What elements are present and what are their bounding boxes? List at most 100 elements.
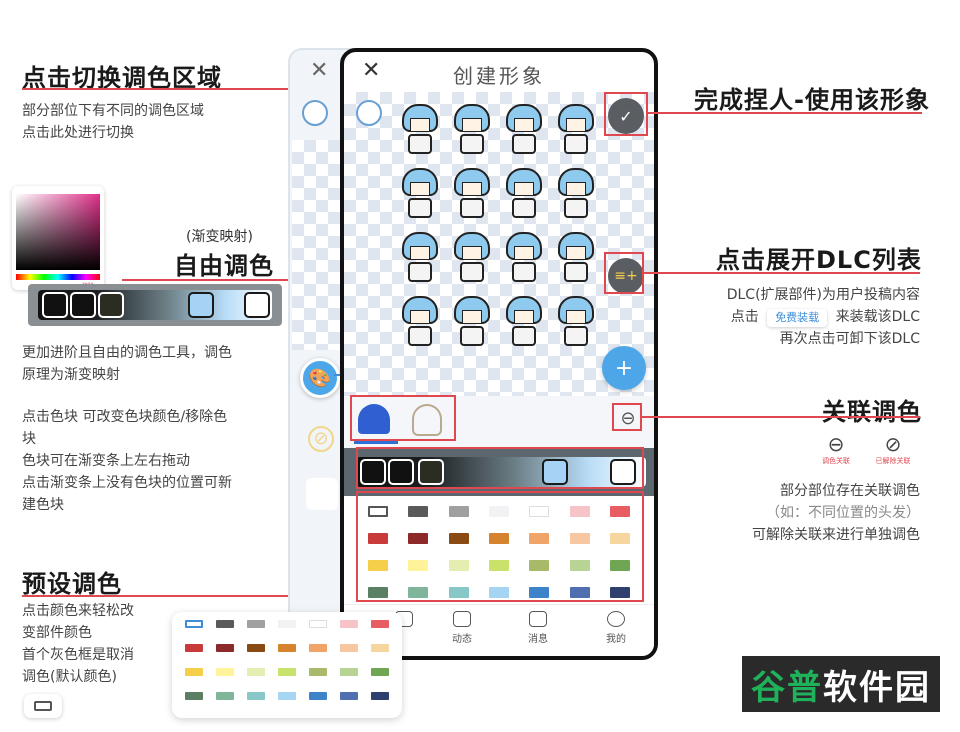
preset-swatch[interactable] [448,533,469,544]
gradient-stop[interactable] [418,459,444,485]
preset-swatch[interactable] [371,620,390,628]
preset-swatch[interactable] [215,620,234,628]
free-color-desc: 更加进阶且自由的调色工具，调色 原理为渐变映射 点击色块 可改变色块颜色/移除色… [22,345,232,513]
preset-swatch[interactable] [309,668,328,676]
preset-swatch[interactable] [368,587,389,598]
preset-swatch[interactable] [340,692,359,700]
character-sprite [554,104,598,156]
preset-swatch[interactable] [609,533,630,544]
face-part-tab[interactable] [406,400,450,444]
preset-swatch[interactable] [569,506,590,517]
dlc-list-button[interactable]: ≡+ [608,258,644,294]
preset-swatch[interactable] [408,506,429,517]
back-none-icon[interactable]: ⊘ [308,426,334,452]
preset-swatch[interactable] [246,644,265,652]
switch-region-desc: 部分部位下有不同的调色区域 点击此处进行切换 [22,103,204,141]
preset-swatch[interactable] [340,644,359,652]
preset-swatch[interactable] [569,533,590,544]
confirm-button[interactable]: ✓ [608,98,644,134]
nav-item-profile[interactable]: 我的 [596,611,636,645]
preset-swatch[interactable] [488,560,509,571]
preset-swatch[interactable] [569,560,590,571]
preset-swatch[interactable] [408,587,429,598]
hair-part-tab[interactable] [354,400,398,444]
preset-swatch[interactable] [609,587,630,598]
profile-icon [607,611,625,627]
preset-swatch[interactable] [246,668,265,676]
preset-swatch[interactable] [609,506,630,517]
nav-item-feed[interactable]: 动态 [442,611,482,645]
gradient-highlight [356,447,644,489]
preset-swatch[interactable] [340,668,359,676]
close-icon[interactable]: ✕ [362,58,381,83]
preset-swatch[interactable] [368,560,389,571]
gradient-stop[interactable] [610,459,636,485]
gradient-stop[interactable] [542,459,568,485]
preset-swatch[interactable] [184,620,203,628]
preset-swatch[interactable] [488,533,509,544]
preset-swatch[interactable] [309,620,328,628]
hue-slider[interactable] [16,274,100,280]
dlc-title: 点击展开DLC列表 [716,246,922,274]
saturation-field[interactable] [16,194,100,270]
preset-swatch[interactable] [371,692,390,700]
preset-swatch[interactable] [448,560,469,571]
preset-swatch[interactable] [488,506,509,517]
watermark-logo: 谷普软件园 [742,656,940,712]
preset-swatch[interactable] [448,506,469,517]
page-title: 创建形象 [453,64,545,88]
character-sprite [502,296,546,348]
preset-swatch[interactable] [215,644,234,652]
preset-swatch[interactable] [277,620,296,628]
link-color-button[interactable]: ⊖ [620,408,636,429]
preset-swatch[interactable] [488,587,509,598]
preset-swatch[interactable] [529,533,550,544]
link-icon: ⊖ [827,432,845,456]
preset-swatch[interactable] [529,587,550,598]
back-avatar-icon[interactable] [302,100,328,126]
preset-swatch[interactable] [448,587,469,598]
preset-swatch[interactable] [609,560,630,571]
preset-swatch[interactable] [277,644,296,652]
nav-item-messages[interactable]: 消息 [518,611,558,645]
avatar-icon[interactable] [356,100,382,126]
preset-swatch[interactable] [408,533,429,544]
preset-swatch[interactable] [371,668,390,676]
gradient-stop[interactable] [388,459,414,485]
preset-swatch[interactable] [309,692,328,700]
palette-icon[interactable]: 🎨 [300,358,340,398]
free-color-subtitle: (渐变映射) [186,229,253,245]
preset-swatch[interactable] [309,644,328,652]
preset-swatch[interactable] [184,668,203,676]
add-button[interactable]: + [602,346,646,390]
preset-swatch[interactable] [246,692,265,700]
finish-line [646,112,922,114]
preset-swatch[interactable] [368,506,389,517]
preset-swatch[interactable] [529,506,550,517]
preset-swatch[interactable] [215,668,234,676]
preset-swatch[interactable] [529,560,550,571]
preset-swatch[interactable] [184,692,203,700]
preset-swatch[interactable] [408,560,429,571]
unlink-icon-block: ⊘ 已解除关联 [868,432,918,466]
back-close-icon[interactable]: ✕ [310,58,329,83]
switch-region-title: 点击切换调色区域 [22,64,222,92]
preset-swatch[interactable] [277,668,296,676]
preset-swatch[interactable] [371,644,390,652]
preset-swatch[interactable] [184,644,203,652]
preset-swatch[interactable] [246,620,265,628]
preset-swatch[interactable] [569,587,590,598]
character-sprite [450,168,494,220]
preset-swatch[interactable] [215,692,234,700]
preset-swatch[interactable] [368,533,389,544]
preset-swatch[interactable] [277,692,296,700]
character-sprite [398,232,442,284]
gradient-editor[interactable] [344,448,654,496]
dlc-highlight [604,252,644,294]
back-part-thumb[interactable] [306,478,338,510]
character-sprite [502,232,546,284]
preset-swatch[interactable] [340,620,359,628]
gradient-stop[interactable] [360,459,386,485]
gradient-mock [28,284,282,326]
preset-desc: 点击颜色来轻松改 变部件颜色 首个灰色框是取消 调色(默认颜色) [22,603,134,685]
